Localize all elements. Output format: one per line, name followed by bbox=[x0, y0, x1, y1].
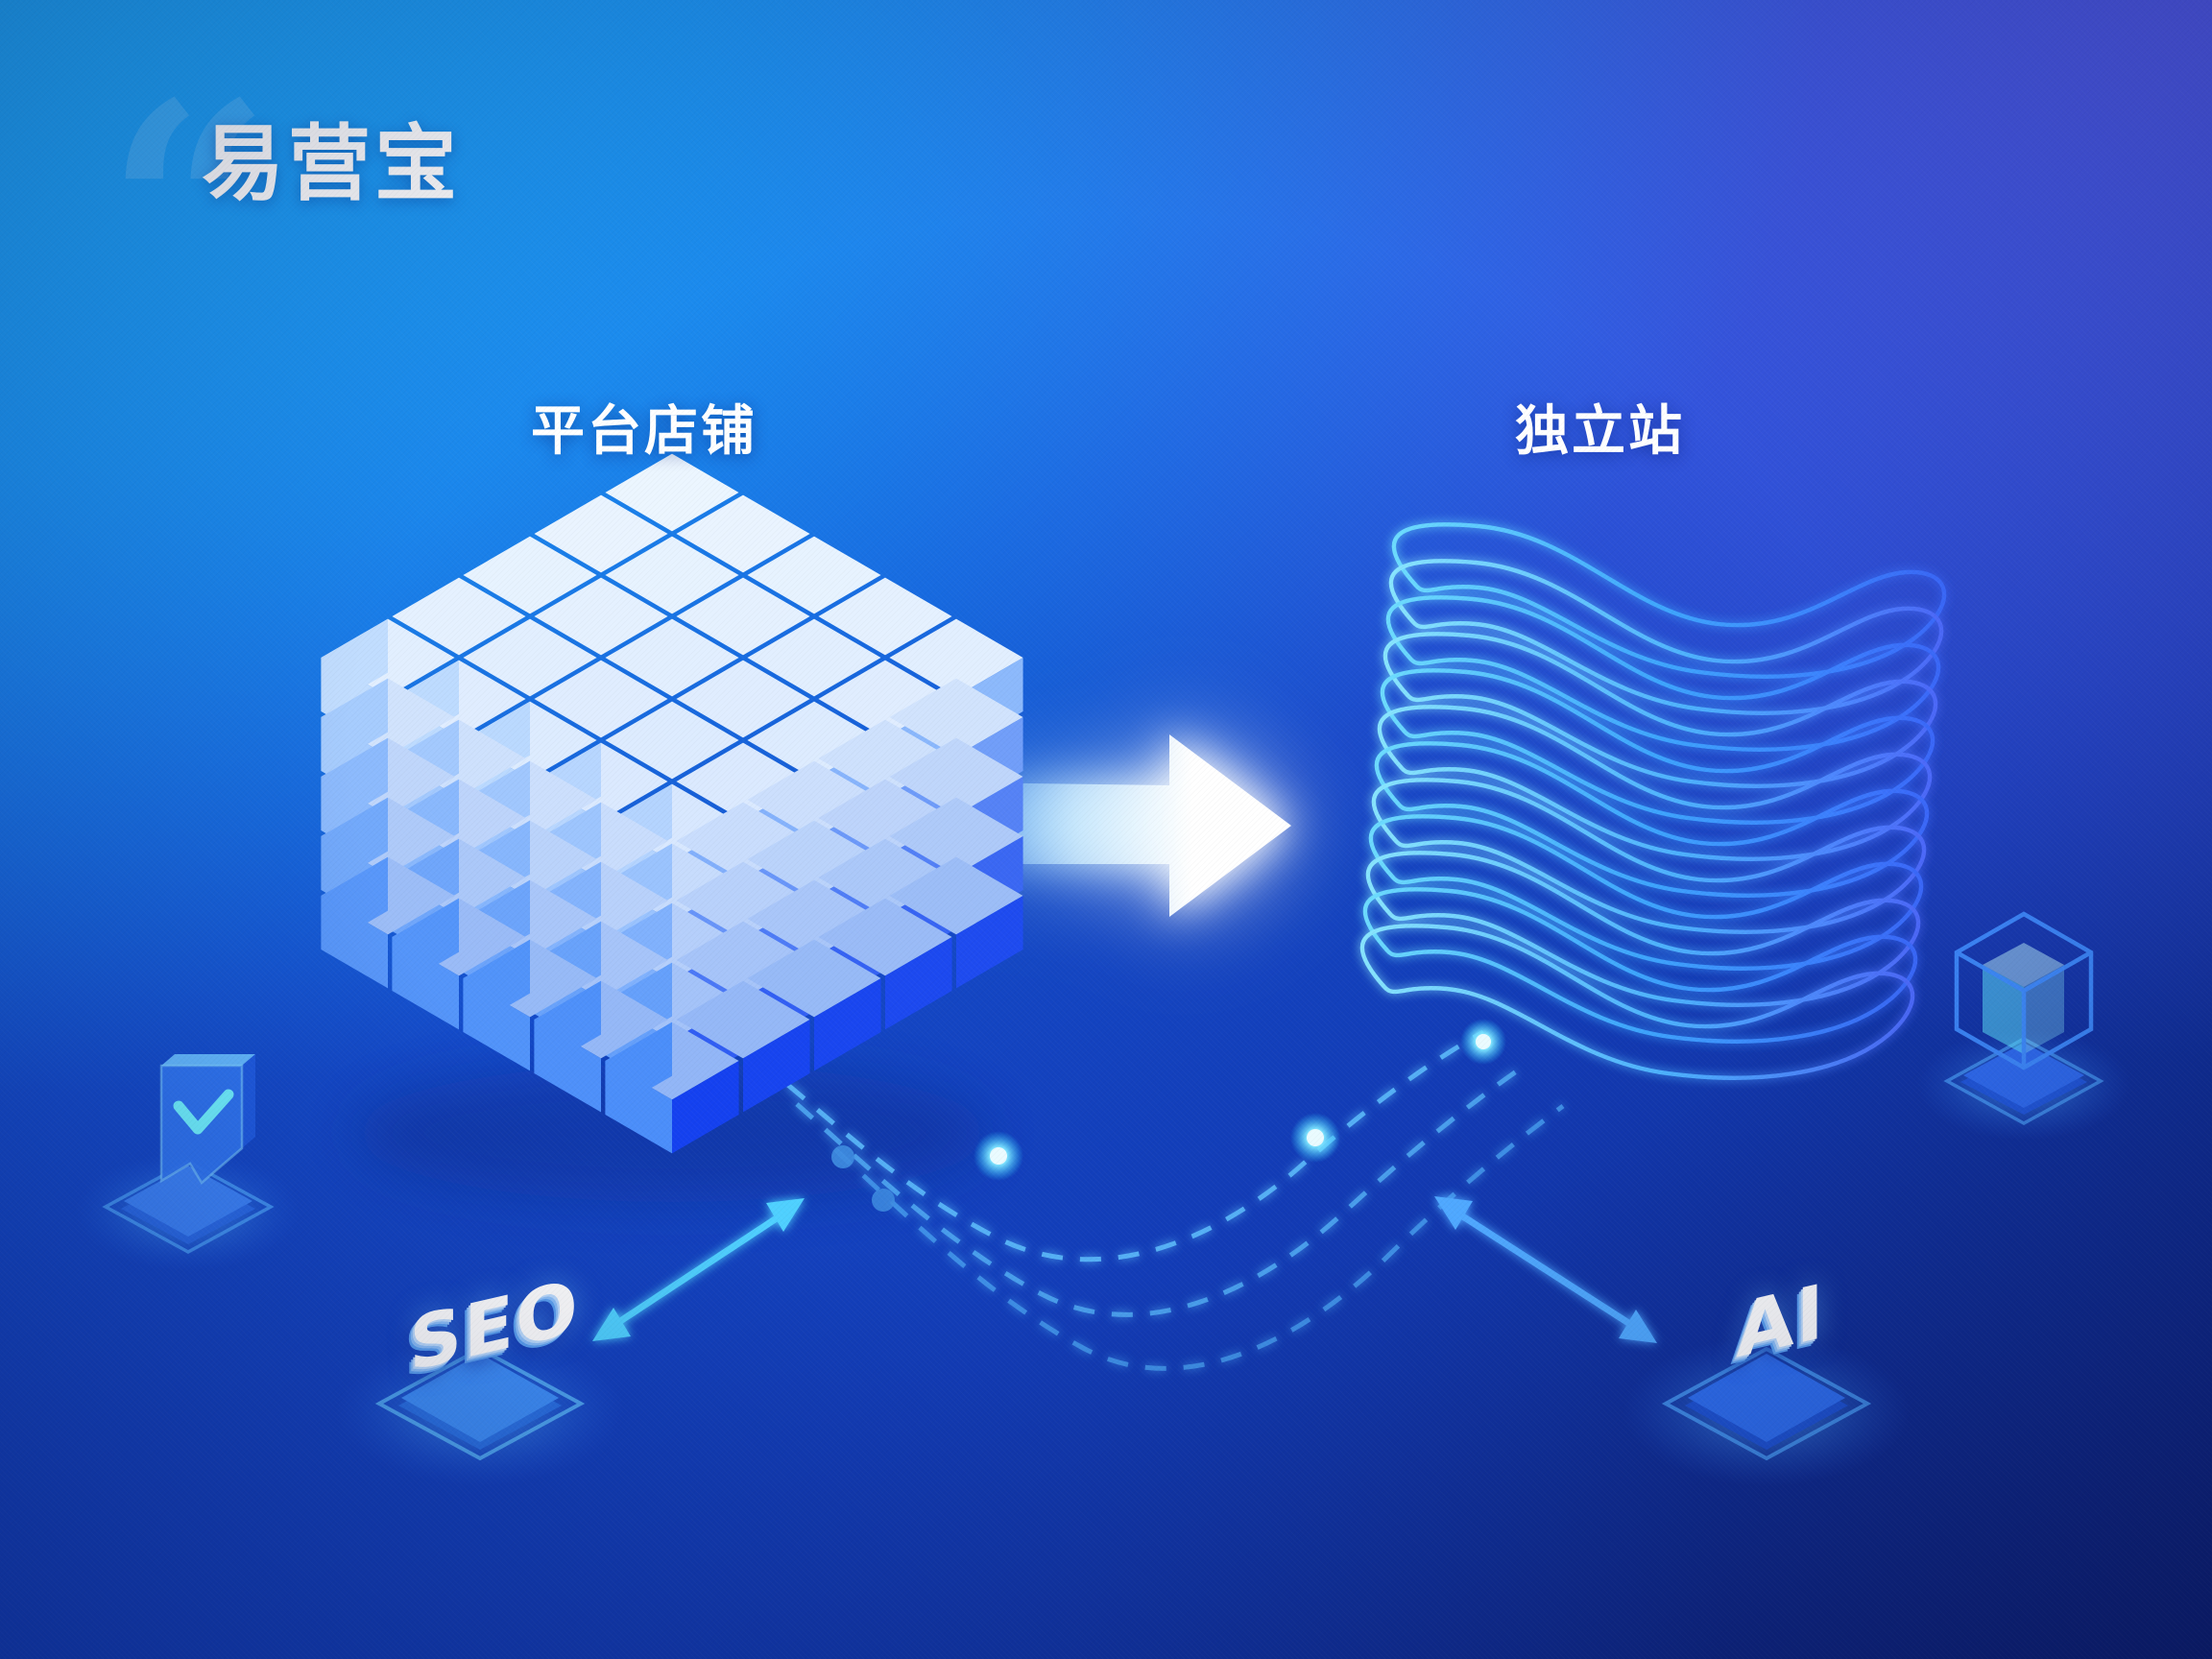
flow-arrow-icon bbox=[960, 734, 1291, 917]
wireframe-cube-icon bbox=[1916, 911, 2131, 1141]
dashed-flow-lines bbox=[757, 1029, 1565, 1371]
brand-name: 易营宝 bbox=[202, 116, 461, 212]
cube-face bbox=[676, 577, 810, 656]
cube-face bbox=[889, 618, 1023, 697]
cube-face bbox=[321, 678, 388, 771]
cube-face bbox=[463, 536, 597, 614]
isometric-cube-stack bbox=[321, 453, 1023, 1154]
cube-face bbox=[676, 494, 810, 573]
cube-face bbox=[392, 898, 459, 991]
cube-face bbox=[889, 856, 1023, 935]
seo-connector-arrow bbox=[592, 1198, 805, 1341]
cube-face bbox=[605, 453, 739, 532]
wave-ribbon-stack bbox=[1359, 522, 1947, 1080]
platform-plate-seo bbox=[336, 1336, 624, 1486]
cube-face bbox=[747, 536, 881, 614]
cube-face bbox=[534, 660, 668, 738]
cube-face bbox=[814, 978, 881, 1071]
platform-plate-ai bbox=[1623, 1336, 1911, 1486]
heading-independent-site: 独立站 bbox=[1515, 400, 1685, 463]
cube-face bbox=[534, 494, 668, 573]
cube-face bbox=[534, 980, 601, 1073]
shield-check-icon bbox=[75, 1054, 301, 1271]
flow-node-dots bbox=[831, 1019, 1506, 1212]
cube-face bbox=[392, 577, 526, 656]
brand-logo: “ 易营宝 bbox=[106, 65, 461, 353]
cube-face bbox=[818, 898, 952, 976]
ai-connector-arrow bbox=[1434, 1196, 1657, 1343]
cube-face bbox=[747, 939, 881, 1018]
cube-face bbox=[321, 797, 388, 890]
cube-face bbox=[676, 921, 810, 999]
cube-face bbox=[605, 1022, 672, 1115]
cube-face bbox=[818, 577, 952, 656]
cube-face bbox=[605, 701, 739, 780]
cube-face bbox=[605, 618, 739, 697]
cube-face bbox=[676, 660, 810, 738]
cube-face bbox=[743, 1020, 810, 1113]
cube-face bbox=[672, 1061, 739, 1154]
cube-face bbox=[534, 577, 668, 656]
cube-face bbox=[885, 937, 952, 1030]
cube-face bbox=[889, 737, 1023, 816]
cube-face bbox=[747, 618, 881, 697]
cube-face bbox=[605, 536, 739, 614]
cube-face bbox=[463, 618, 597, 697]
cube-face bbox=[889, 678, 1023, 757]
cube-face bbox=[676, 980, 810, 1059]
cube-face bbox=[463, 939, 530, 1032]
cube-face bbox=[889, 797, 1023, 876]
quote-decoration-icon: “ bbox=[106, 39, 272, 378]
heading-platform-store: 平台店铺 bbox=[531, 400, 757, 463]
cube-face bbox=[321, 856, 388, 950]
cube-face bbox=[321, 618, 388, 711]
cube-face bbox=[321, 737, 388, 830]
cube-face bbox=[956, 896, 1023, 989]
